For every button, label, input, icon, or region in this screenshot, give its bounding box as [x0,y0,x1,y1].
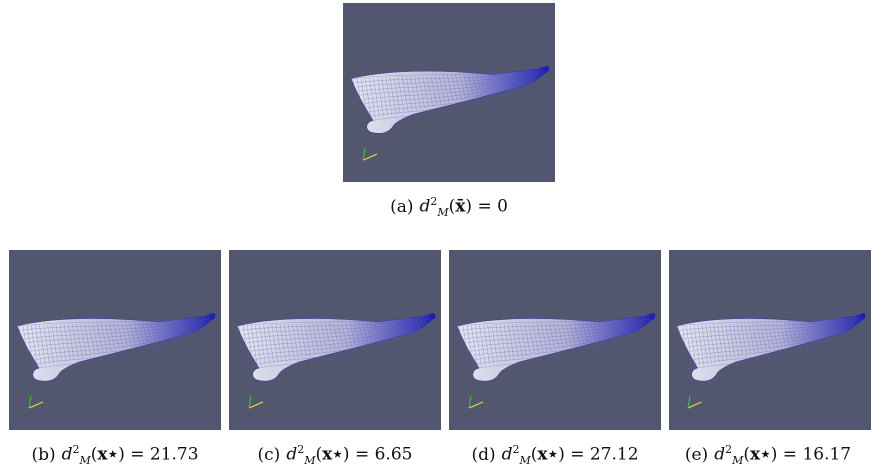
caption-c: (c)d2M(x⋆) = 6.65 [257,443,413,468]
hull-mesh [352,68,548,123]
caption-a: (a)d2M(x̄) = 0 [390,195,508,220]
hull-mesh [458,316,654,371]
axes-triad-icon [28,395,44,409]
hull-render-c [229,250,441,430]
axes-triad-icon [248,395,264,409]
hull-surface [456,312,656,382]
hull-wireframe [676,312,866,409]
hull-wireframe [236,312,436,409]
hull-surface [236,312,436,382]
axes-triad-icon [362,148,378,161]
hull-wireframe [16,312,216,409]
hull-surface [16,312,216,382]
hull-render-b [9,250,221,430]
hull-surface [350,65,550,134]
hull-wireframe [350,65,550,161]
hull-render-a [343,3,555,182]
hull-wireframe [456,312,656,409]
hull-mesh [678,316,865,371]
caption-d: (d)d2M(x⋆) = 27.12 [471,443,639,468]
hull-render-e [669,250,871,430]
hull-mesh [238,316,434,371]
caption-b: (b)d2M(x⋆) = 21.73 [31,443,199,468]
axes-triad-icon [687,395,702,409]
hull-mesh [18,316,214,371]
hull-render-d [449,250,661,430]
hull-surface [676,312,866,382]
caption-e: (e)d2M(x⋆) = 16.17 [684,443,852,468]
axes-triad-icon [468,395,484,409]
